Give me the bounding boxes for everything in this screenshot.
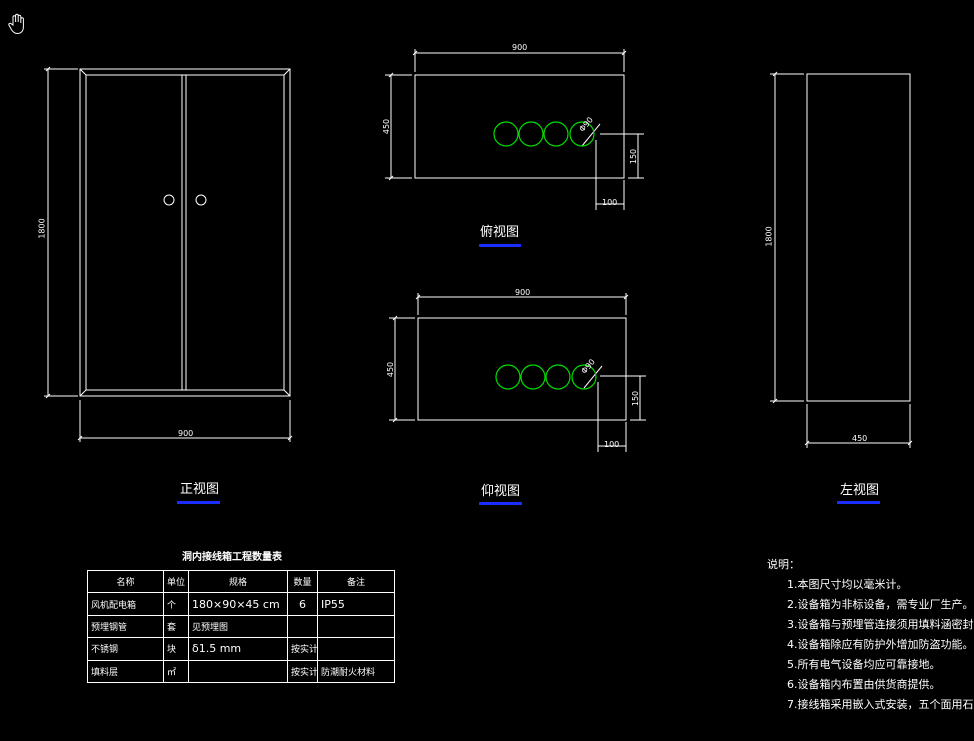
note-item: 1.本图尺寸均以毫米计。 bbox=[787, 578, 908, 591]
top-width-dim: 900 bbox=[512, 43, 528, 52]
table-cell: 不锈钢 bbox=[87, 637, 164, 661]
front-view bbox=[44, 66, 293, 442]
top-view-title: 俯视图 bbox=[480, 225, 520, 240]
cable-hole bbox=[571, 364, 597, 390]
table-cell: 防潮耐火材料 bbox=[317, 659, 395, 684]
table-cell: 个 bbox=[163, 592, 189, 616]
bottom-cable-holes bbox=[495, 364, 597, 390]
front-inner-frame bbox=[85, 74, 285, 391]
quantity-table: 名称 单位 规格 数量 备注 风机配电箱 个 180×90×45 cm 6 IP… bbox=[87, 569, 395, 684]
front-view-title: 正视图 bbox=[180, 482, 220, 497]
note-item: 4.设备箱除应有防护外增加防盗功能。 bbox=[787, 638, 974, 651]
bottom-view-title: 仰视图 bbox=[481, 484, 521, 499]
top-depth-dim: 450 bbox=[382, 118, 392, 135]
top-offset-y-dim: 150 bbox=[629, 148, 639, 165]
table-cell: ㎡ bbox=[163, 659, 189, 684]
front-outer-frame bbox=[79, 68, 291, 397]
table-header-cell: 数量 bbox=[287, 569, 318, 594]
front-width-dim: 900 bbox=[178, 429, 194, 438]
cable-hole bbox=[545, 364, 571, 390]
table-row: 不锈钢 块 δ1.5 mm 按实计 bbox=[87, 637, 395, 661]
top-offset-x-dim: 100 bbox=[602, 198, 618, 207]
left-height-dim: 1800 bbox=[764, 226, 774, 247]
table-cell: 180×90×45 cm bbox=[188, 592, 288, 616]
left-view bbox=[770, 71, 913, 448]
table-cell: 按实计 bbox=[287, 659, 318, 684]
table-row: 风机配电箱 个 180×90×45 cm 6 IP55 bbox=[87, 592, 395, 616]
table-cell: 6 bbox=[287, 592, 318, 616]
top-view bbox=[385, 49, 644, 210]
table-header-cell: 名称 bbox=[87, 569, 164, 594]
left-view-title: 左视图 bbox=[840, 483, 880, 498]
cable-hole bbox=[495, 364, 521, 390]
table-title: 洞内接线箱工程数量表 bbox=[182, 552, 282, 563]
left-view-title-underline bbox=[837, 501, 880, 504]
left-outline bbox=[806, 73, 911, 402]
note-item: 7.接线箱采用嵌入式安装，五个面用石 bbox=[787, 698, 974, 711]
table-cell: 按实计 bbox=[287, 637, 318, 661]
table-cell: 风机配电箱 bbox=[87, 592, 164, 616]
cable-hole bbox=[543, 121, 569, 147]
note-item: 6.设备箱内布置由供货商提供。 bbox=[787, 678, 941, 691]
drawing-canvas bbox=[44, 49, 913, 452]
door-handle-right bbox=[195, 194, 207, 206]
top-view-title-underline bbox=[479, 244, 521, 247]
top-outline bbox=[414, 74, 625, 179]
door-handle-left bbox=[163, 194, 175, 206]
table-header-row: 名称 单位 规格 数量 备注 bbox=[87, 569, 395, 594]
front-height-dim: 1800 bbox=[37, 218, 47, 239]
table-row: 填料层 ㎡ 按实计 防潮耐火材料 bbox=[87, 659, 395, 684]
table-cell: 填料层 bbox=[87, 659, 164, 684]
table-cell bbox=[188, 659, 288, 684]
table-row: 预埋钢管 套 见预埋图 bbox=[87, 614, 395, 639]
hand-cursor-icon[interactable] bbox=[6, 12, 30, 36]
table-cell: IP55 bbox=[317, 592, 395, 616]
cable-hole bbox=[518, 121, 544, 147]
bottom-view bbox=[389, 293, 646, 452]
notes: 说明： 1.本图尺寸均以毫米计。 2.设备箱为非标设备，需专业厂生产。 3.设备… bbox=[767, 555, 974, 715]
table-cell: δ1.5 mm bbox=[188, 637, 288, 661]
bottom-width-dim: 900 bbox=[515, 288, 531, 297]
note-item: 3.设备箱与预埋管连接须用填料涵密封 bbox=[787, 618, 974, 631]
table-header-cell: 备注 bbox=[317, 569, 395, 594]
table-cell: 块 bbox=[163, 637, 189, 661]
bottom-offset-y-dim: 150 bbox=[631, 390, 641, 407]
cable-hole bbox=[493, 121, 519, 147]
table-header-cell: 规格 bbox=[188, 569, 288, 594]
table-cell bbox=[317, 614, 395, 639]
cable-hole bbox=[569, 121, 595, 147]
bottom-offset-x-dim: 100 bbox=[604, 440, 620, 449]
front-view-title-underline bbox=[177, 501, 220, 504]
table-header-cell: 单位 bbox=[163, 569, 189, 594]
top-cable-holes bbox=[493, 121, 595, 147]
bottom-depth-dim: 450 bbox=[386, 361, 396, 378]
table-cell: 见预埋图 bbox=[188, 614, 288, 639]
table-cell: 预埋钢管 bbox=[87, 614, 164, 639]
note-item: 5.所有电气设备均应可靠接地。 bbox=[787, 658, 941, 671]
bottom-view-title-underline bbox=[479, 502, 522, 505]
bottom-outline bbox=[417, 317, 627, 421]
table-cell bbox=[287, 614, 318, 639]
left-width-dim: 450 bbox=[852, 434, 868, 443]
notes-heading: 说明： bbox=[767, 558, 800, 571]
cable-hole bbox=[520, 364, 546, 390]
table-cell: 套 bbox=[163, 614, 189, 639]
table-cell bbox=[317, 637, 395, 661]
note-item: 2.设备箱为非标设备，需专业厂生产。 bbox=[787, 598, 974, 611]
